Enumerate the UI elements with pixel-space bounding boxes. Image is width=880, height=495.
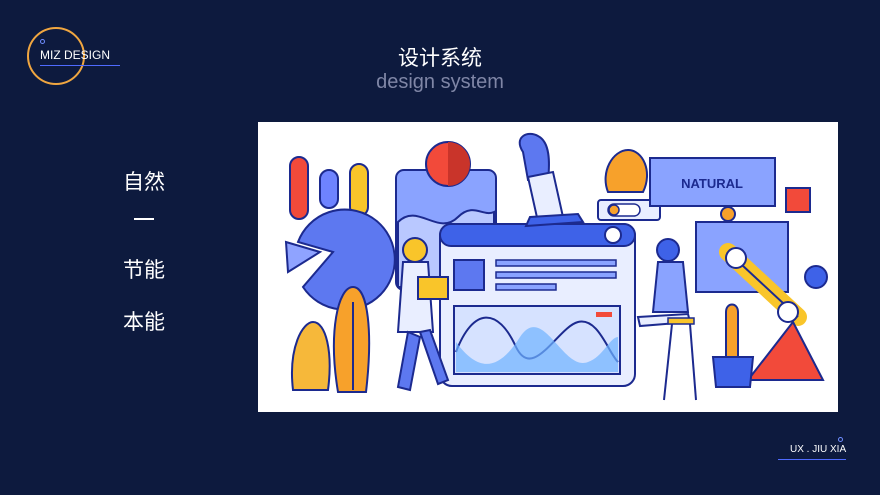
footer-dot-icon — [838, 437, 843, 442]
red-square-shape — [785, 187, 811, 213]
illustration-panel: NATURAL — [258, 122, 838, 412]
pie-chart-shape — [296, 208, 396, 311]
blue-bar-shape — [319, 169, 339, 209]
red-triangle-shape — [745, 320, 825, 381]
menu-item-instinct: 本能 — [123, 310, 165, 334]
logo-underline — [40, 65, 120, 66]
logo-circle — [27, 27, 85, 85]
leaf-icon — [604, 148, 648, 193]
bush-icon — [291, 320, 331, 391]
blue-dot-shape — [804, 265, 828, 289]
red-bar-shape — [289, 156, 309, 220]
close-icon — [604, 226, 622, 244]
illustration: NATURAL — [284, 132, 828, 401]
stool-shape — [667, 317, 695, 325]
logo-text: MIZ DESIGN — [40, 48, 111, 62]
person-head — [402, 237, 428, 263]
page-subtitle: design system — [376, 71, 504, 93]
clipboard-icon — [417, 276, 449, 300]
cactus-icon — [725, 303, 739, 358]
yellow-bar-shape — [349, 163, 369, 217]
footer-underline — [778, 459, 846, 460]
menu-item-natural: 自然 — [123, 170, 165, 194]
tree-icon — [333, 285, 371, 393]
page-title: 设计系统 — [398, 46, 482, 70]
logo-dot-icon — [40, 39, 45, 44]
footer-credit: UX . JIU XIA — [790, 444, 847, 455]
natural-sign-label: NATURAL — [681, 176, 743, 191]
divider-dash — [134, 218, 154, 220]
pie-slice-shape — [284, 240, 323, 274]
menu-item-energy: 节能 — [123, 258, 165, 282]
person-head-right — [656, 238, 680, 262]
natural-sign-shape — [649, 157, 776, 207]
